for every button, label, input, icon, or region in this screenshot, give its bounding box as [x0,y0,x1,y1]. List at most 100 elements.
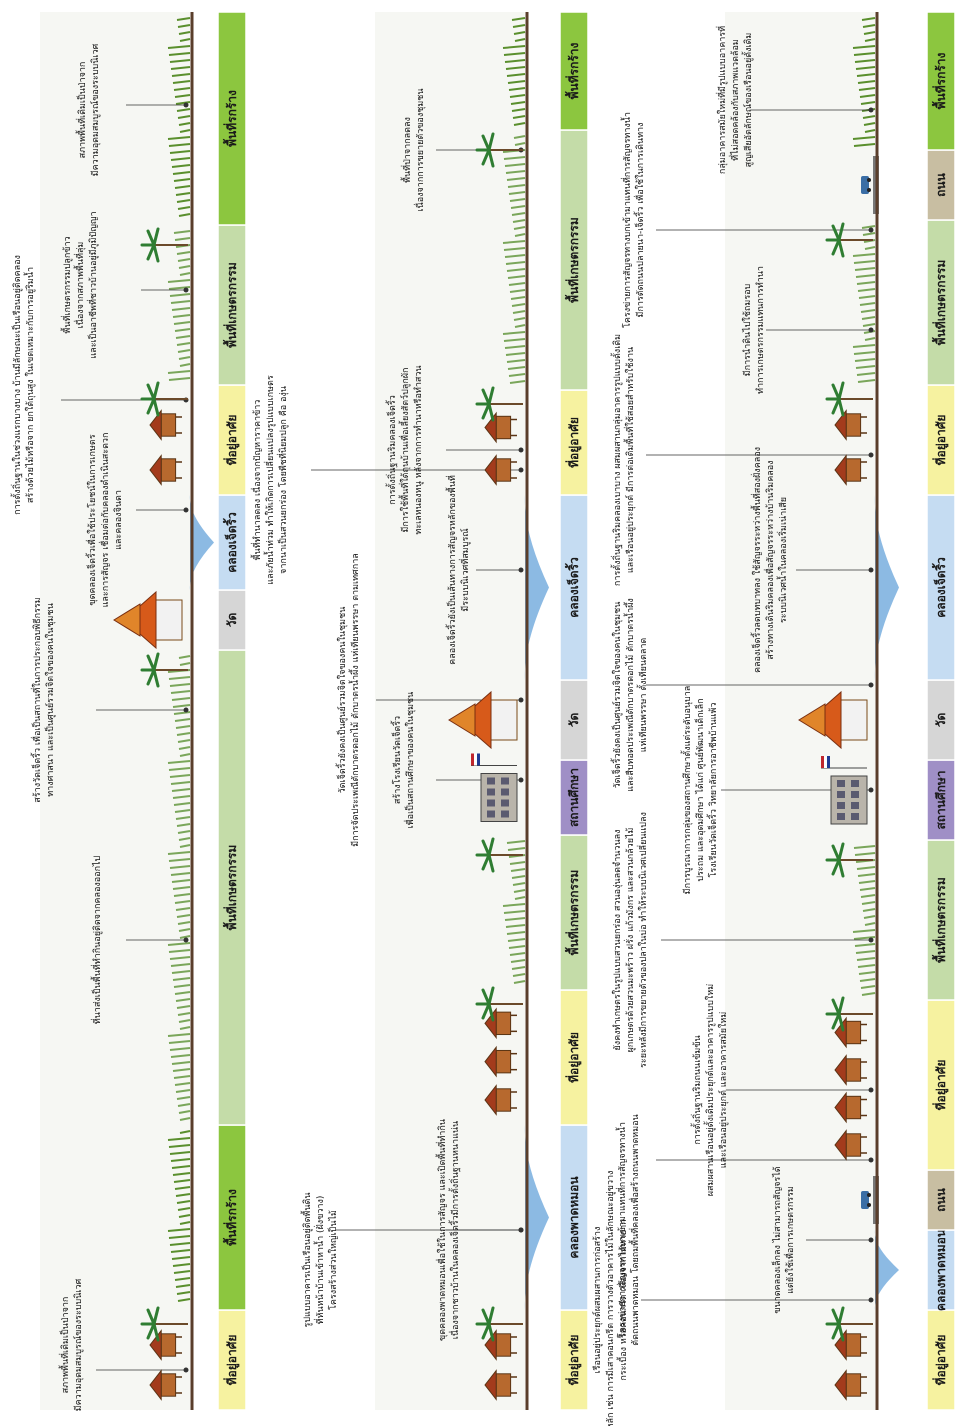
annotation-line: ที่หันหน้าบ้านเข้าหาน้ำ (ฝั่งขวาง) [313,1196,326,1325]
leader-dot [518,777,524,783]
zone-housing: ที่อยู่อาศัย [559,989,589,1126]
annotation-line: มีการจัดประเพณีตักบาตรดอกไม้ ตักบาตรน้ำผ… [348,553,361,847]
annotation-line: มีระบบนิเวศที่สมบูรณ์ [458,528,471,611]
zone-label: ที่อยู่อาศัย [565,1032,582,1083]
zone-label: คลองพาดหมอน [934,1228,948,1311]
grass-icon [852,845,876,996]
annotation-line: มีความอุดมสมบูรณ์ของระบบนิเวศ [72,1278,84,1411]
palm-tree-icon [140,652,188,688]
zone-label: พื้นที่เกษตรกรรม [931,877,948,963]
temple-icon [113,590,183,650]
zone-bar [217,494,247,591]
annotation-line: วัดเจ็ดริ้วยังคงเป็นศูนย์รวมจิตใจของคนใน… [610,602,623,789]
annotation-line: วัดเจ็ดริ้วยังคงเป็นศูนย์รวมจิตใจของคนใน… [335,607,348,794]
zone-bar [559,1124,589,1311]
leader-dot [868,1087,874,1093]
annotation-line: และเรือนอยู่ประยุกต์ และอาคารสมัยใหม่ [717,1012,729,1169]
flag-icon [471,753,517,766]
annotation: สร้างโรงเรียนวัดเจ็ดริ้วเพื่อเป็นสถานศึก… [390,692,524,828]
annotation-line: โครงข่ายการสัญจรทางบกเข้ามาแทนที่การสัญจ… [615,1122,628,1338]
panel-2: ที่อยู่อาศัยคลองพาดหมอนที่อยู่อาศัยพื้นท… [250,11,589,1411]
zone-housing: ที่อยู่อาศัย [217,1309,247,1411]
annotation-line: โครงข่ายการสัญจรทางบกเข้ามาแทนที่การสัญจ… [620,112,633,328]
annotation-line: และภัยน้ำท่วม ทำให้เกิดการเปลี่ยนแปลงรูป… [263,375,276,585]
annotation-line: ประถม และอุดมศึกษา ได้แก่ ศูนย์พัฒนาเด็ก… [693,698,706,881]
annotation-line: พื้นที่เกษตรกรรมปลูกข้าว [60,236,73,333]
zone-bar [217,224,247,386]
leader-dot [518,447,524,453]
zone-road: ถนน [873,1169,956,1231]
zone-label: คลองเจ็ดริ้ว [931,557,948,618]
annotation: มีการนำดินไปใช้ถมรอบทำการเกษตรกรรมแทนการ… [742,266,874,394]
annotation-line: สูญเสียอัตลักษณ์ของเรือนอยู่ดั้งเดิม [741,33,754,168]
annotation-line: ทะเลหนองหนู หลังจากการทำนาหรือทำสวน [413,365,424,534]
canal-water [874,495,899,680]
annotation-line: และเรือนอยู่ประยุกต์ มีการต่อเติมพื้นที่… [623,347,636,573]
zone-bar [559,389,589,496]
zone-bar [559,494,589,681]
zone-bar [559,679,589,761]
palm-tree-icon [475,837,523,873]
annotation: ขุดคลองเจ็ดริ้วเพื่อใช้ประโยชน์ในการเกษต… [85,433,189,607]
zone-housing: ที่อยู่อาศัย [559,1309,589,1411]
house-icon [484,1369,517,1401]
leader-dot [868,327,874,333]
zone-bar [559,834,589,991]
annotation-line: สภาพพื้นที่เดิมเป็นป่าจาก [58,1297,71,1394]
zone-agri: พื้นที่เกษตรกรรม [502,834,589,991]
annotation-line: เนื่องจากการขยายตัวของชุมชน [413,88,426,211]
zone-label: ถนน [934,1187,948,1211]
annotation-line: พื้นที่ป่าจากลดลง [400,117,413,183]
annotation-line: ยังคงทำเกษตรในรูปแบบสวนยกร่อง สวนองุ่นลด… [612,829,623,1050]
leader-dot [183,707,189,713]
zone-vacant: พื้นที่รกร้าง [167,1124,247,1311]
palm-tree-icon [825,1306,873,1342]
leader-dot [183,507,189,513]
annotation-line: ทางศาสนา และเป็นศูนย์รวมจิตใจของคนในชุมช… [43,603,56,797]
house-icon [484,1045,517,1078]
annotation: วัดเจ็ดริ้วยังคงเป็นศูนย์รวมจิตใจของคนใน… [610,598,874,792]
annotation-line: โรงเรียนวัดเจ็ดริ้ว วิทยาลัยการอาชีพบ้าน… [706,703,719,878]
annotation-line: สภาพพื้นที่เดิมเป็นป่าจาก [75,62,88,159]
grass-icon [167,230,191,381]
annotation: ที่นาส่งเป็นพื้นที่ทำกินอยู่ติดจากคลองออ… [90,855,189,1024]
zone-label: พื้นที่รกร้าง [222,90,239,147]
annotation: กลุ่มอาคารสมัยใหม่ที่มีรูปแบบอาคารที่ที่… [715,26,874,174]
house-icon [834,1369,867,1401]
palm-tree-icon [140,1306,188,1342]
zone-bar [926,384,956,496]
house-icon [149,454,182,486]
temple-icon [448,690,518,750]
zone-bar [926,494,956,681]
palm-tree-icon [140,227,188,263]
zone-bar [559,1309,589,1411]
annotation-line: คลองเจ็ดริ้วยังเป็นเส้นทางการสัญจรหลักขอ… [445,475,458,665]
house-icon [834,409,867,441]
zone-agri: พื้นที่เกษตรกรรม [167,649,247,1126]
canal-water [189,495,214,590]
annotation-line: มีการใช้พื้นที่ใต้ถุนบ้านเพื่อเลี้ยงสัตว… [398,367,411,532]
annotation-line: การตั้งถิ่นฐานในช่วงแรกบางบาง บ้านมีลักษ… [10,255,23,515]
annotation: คลองเจ็ดริ้วลดบทบาทลง ใช้สัญจรระหว่างพื้… [750,447,874,673]
zone-housing: ที่อยู่อาศัย [217,384,247,496]
zone-label: พื้นที่เกษตรกรรม [564,217,581,303]
zone-bar [926,1309,956,1411]
house-icon [484,454,517,486]
grass-icon [852,17,876,147]
leader-dot [868,787,874,793]
leader-dot [868,567,874,573]
annotation-line: รูปแบบอาคารเป็นเรือนอยู่ติดพื้นดิน [300,1193,313,1328]
zone-label: คลองเจ็ดริ้ว [564,557,581,618]
grass-icon [167,17,191,217]
annotation-line: คลองเจ็ดริ้วลดบทบาทลง ใช้สัญจรระหว่างพื้… [750,447,763,673]
zone-label: วัด [567,713,581,728]
annotation-line: มีการนำดินไปใช้ถมรอบ [742,283,753,376]
zone-label: ที่อยู่อาศัย [932,415,949,466]
annotation-line: กลุ่มอาคารสมัยใหม่ที่มีรูปแบบอาคารที่ [715,26,728,174]
leader-dot [868,107,874,113]
zone-bar [926,759,956,841]
zone-temple: วัด [926,679,956,761]
annotation-line: สร้างทางเดินริมคลองเพื่อสัญจรระหว่างบ้าน… [763,460,776,659]
annotation-line: มีการบูรณาการกลุ่มของสถานศึกษาตั้งแต่ระด… [680,686,693,895]
zone-label: ที่อยู่อาศัย [565,1335,582,1386]
